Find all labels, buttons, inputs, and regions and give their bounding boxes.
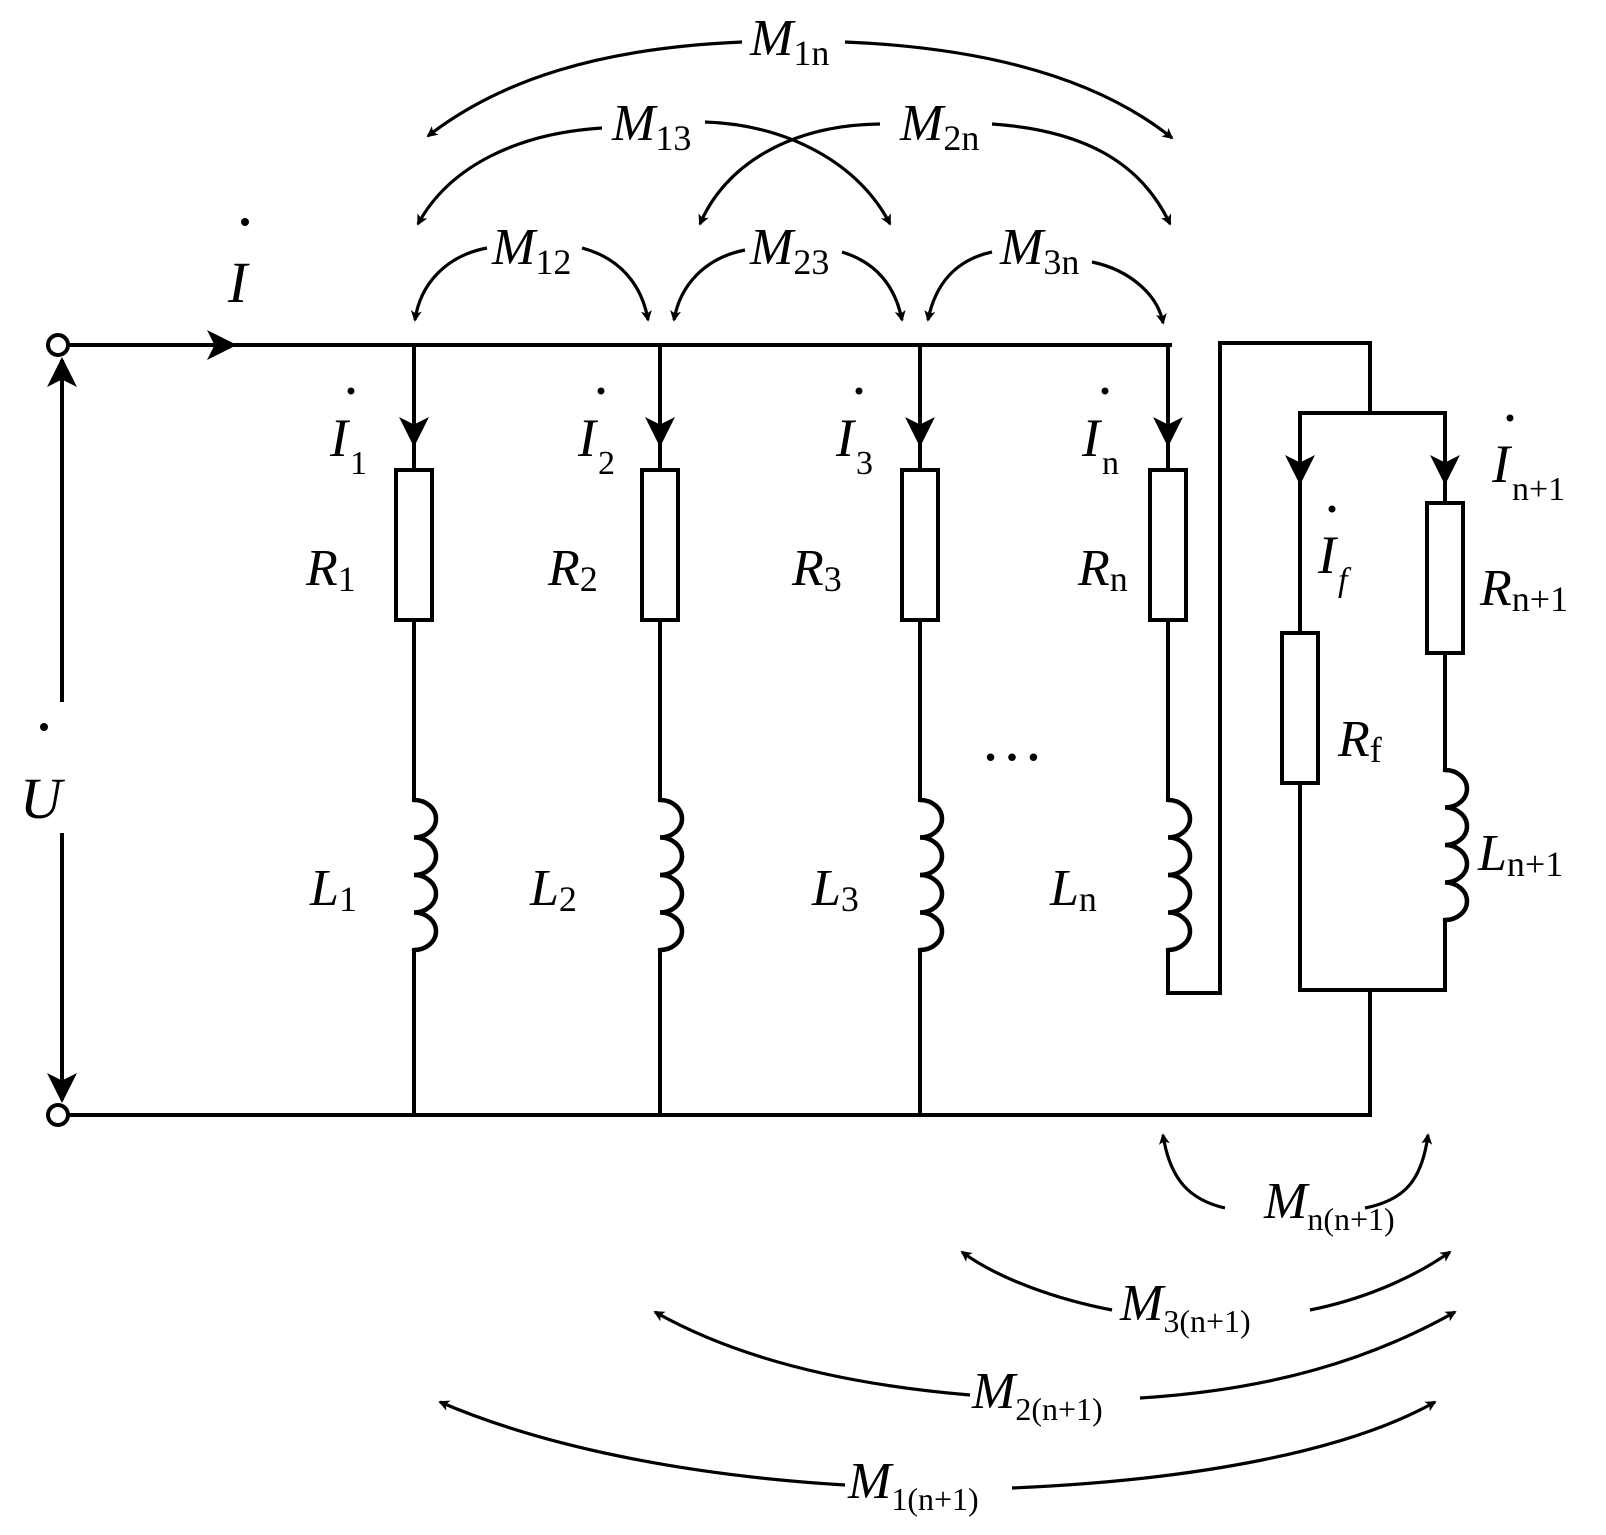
arc-m2n-right <box>991 122 1172 226</box>
resistor-r2 <box>640 468 680 622</box>
arc-m1n-left <box>426 40 743 138</box>
arc-m13-right <box>704 120 892 226</box>
label-r3: R3 <box>791 540 842 599</box>
inductor-ln1 <box>1442 767 1470 923</box>
label-branch-2-current: I2 <box>577 408 615 482</box>
dot-in <box>1101 387 1109 395</box>
arc-mn-n1-left <box>1158 1133 1226 1210</box>
label-r2: R2 <box>547 540 598 599</box>
resistor-rf <box>1280 631 1320 785</box>
label-branch-3-current: I3 <box>835 408 873 482</box>
label-ln1: Ln+1 <box>1477 825 1563 884</box>
mutual-arcs-top <box>410 40 1174 325</box>
inductor-l2 <box>657 797 685 953</box>
label-rf: Rf <box>1337 711 1382 770</box>
label-m1n: M1n <box>749 10 829 73</box>
dot-u <box>40 723 48 731</box>
label-m3n: M3n <box>999 219 1079 282</box>
arc-m1-n1-right <box>1011 1400 1437 1490</box>
resistor-rn1 <box>1425 501 1465 655</box>
inductor-l3 <box>917 797 945 953</box>
label-r1: R1 <box>305 540 356 599</box>
resistor-rn <box>1148 468 1188 622</box>
wiring <box>66 341 1447 1117</box>
arc-m23-right <box>841 250 906 322</box>
label-m2-n1: M2(n+1) <box>971 1363 1103 1427</box>
label-main-current: I <box>227 250 250 315</box>
arc-m1n-right <box>844 40 1174 140</box>
arc-m13-left <box>416 126 603 226</box>
arc-m2n-left <box>698 122 881 226</box>
label-ln: Ln <box>1049 860 1097 919</box>
arc-mn-n1-right <box>1364 1133 1433 1210</box>
label-m2n: M2n <box>899 95 979 158</box>
arc-m3-n1-left <box>960 1250 1113 1312</box>
label-m13: M13 <box>611 95 691 158</box>
label-mn-n1: Mn(n+1) <box>1263 1173 1395 1237</box>
label-fault-current: If <box>1317 525 1352 599</box>
labels: U I I1 I2 I3 In If In+1 R1 R2 R3 Rn Rf R… <box>20 10 1568 1517</box>
top-terminal <box>46 333 70 357</box>
mutual-arcs-bottom <box>438 1133 1457 1490</box>
label-m1-n1: M1(n+1) <box>847 1453 979 1517</box>
arc-m12-right <box>581 246 652 322</box>
dot-i2 <box>597 387 605 395</box>
current-arrows <box>47 330 1460 1103</box>
resistor-r1 <box>394 468 434 622</box>
label-l1: L1 <box>309 860 357 919</box>
resistor-r3 <box>900 468 940 622</box>
arc-m2-n1-left <box>653 1310 971 1397</box>
arc-m12-left <box>410 246 488 322</box>
dot-i3 <box>855 387 863 395</box>
arc-m23-left <box>670 248 746 322</box>
inductor-ln <box>1165 797 1193 953</box>
dot-if <box>1328 505 1336 513</box>
phasor-dots <box>40 218 1514 731</box>
label-m12: M12 <box>491 219 571 282</box>
dot-in1 <box>1506 414 1514 422</box>
label-ellipsis: … <box>980 703 1044 774</box>
branch-n-return-wire <box>1166 341 1372 995</box>
label-branch-1-current: I1 <box>329 408 367 482</box>
label-branch-n1-current: In+1 <box>1491 434 1565 508</box>
dot-i1 <box>347 387 355 395</box>
arc-m1-n1-left <box>438 1400 846 1487</box>
label-m23: M23 <box>749 219 829 282</box>
dot-i <box>241 218 249 226</box>
label-rn: Rn <box>1077 540 1128 599</box>
bottom-terminal <box>46 1103 70 1127</box>
label-m3-n1: M3(n+1) <box>1119 1275 1251 1339</box>
inductor-l1 <box>411 797 439 953</box>
arc-m2-n1-right <box>1139 1310 1457 1400</box>
label-rn1: Rn+1 <box>1479 560 1568 619</box>
label-branch-n-current: In <box>1081 408 1119 482</box>
label-l2: L2 <box>529 860 577 919</box>
label-voltage: U <box>20 766 66 831</box>
arc-m3-n1-right <box>1309 1250 1452 1312</box>
label-l3: L3 <box>811 860 859 919</box>
arc-m3n-left <box>924 250 993 322</box>
arc-m3n-right <box>1091 260 1167 325</box>
